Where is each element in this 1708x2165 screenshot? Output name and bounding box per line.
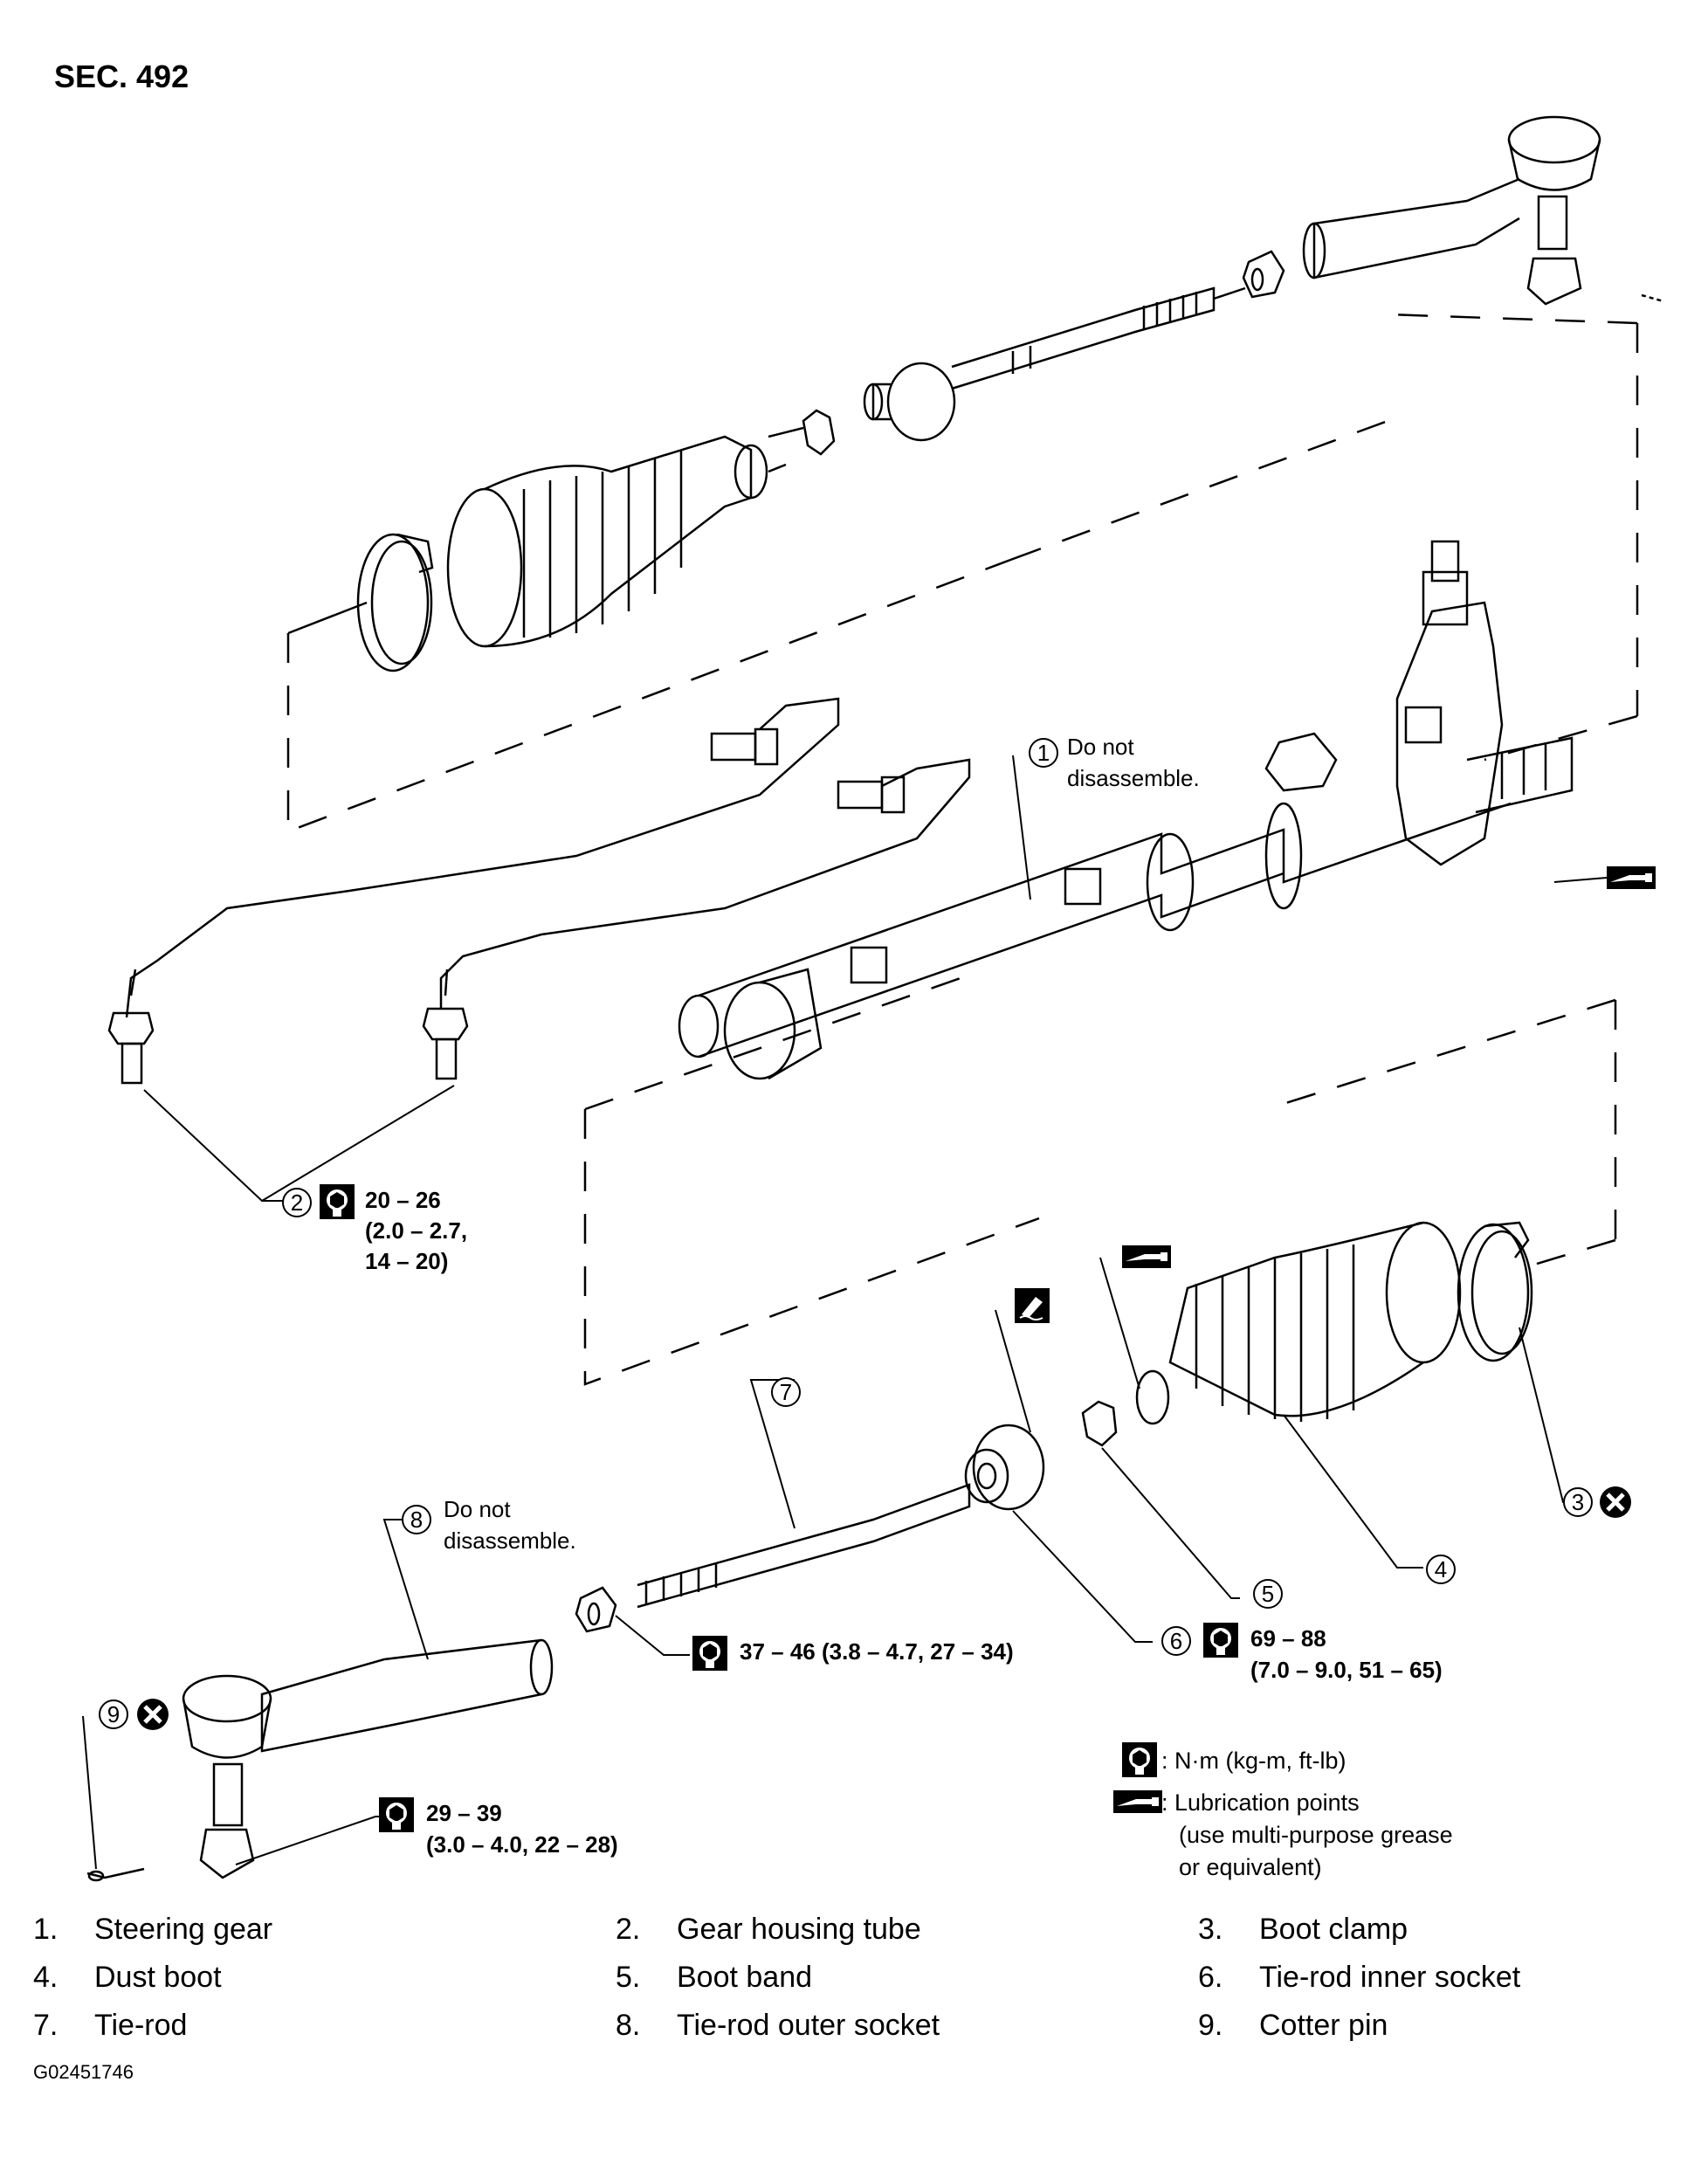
upper-frame-line xyxy=(286,313,1639,833)
sealant-icon xyxy=(1014,1287,1050,1324)
callout-2-torque-line2: (2.0 – 2.7, xyxy=(365,1217,467,1244)
upper-tie-rod xyxy=(951,286,1246,390)
upper-inner-socket xyxy=(863,362,956,442)
torque-wrench-icon xyxy=(1203,1623,1238,1658)
callout-1-note-line1: Do not xyxy=(1067,734,1134,760)
callout-7-number: 7 xyxy=(780,1379,792,1405)
part-label: Dust boot xyxy=(94,1961,222,1994)
legend-torque-icon xyxy=(1122,1742,1157,1777)
callout-5-circle xyxy=(1253,1579,1283,1609)
part-number: 6. xyxy=(1198,1961,1223,1994)
callout-8-note-line2: disassemble. xyxy=(444,1527,576,1554)
part-label: Tie-rod xyxy=(94,2009,188,2042)
lubrication-icon xyxy=(1122,1245,1171,1268)
upper-lock-nut xyxy=(1242,250,1285,299)
callout-9-number: 9 xyxy=(107,1701,120,1727)
callout-7-circle xyxy=(771,1377,801,1407)
torque-wrench-icon xyxy=(692,1636,727,1671)
steering-gear xyxy=(678,540,1574,1080)
part-label: Tie-rod inner socket xyxy=(1259,1961,1521,1994)
upper-dust-boot xyxy=(446,435,787,648)
upper-boot-clamp xyxy=(356,533,434,672)
outer-socket-torque-line2: (3.0 – 4.0, 22 – 28) xyxy=(426,1831,618,1858)
callout-2-torque-line3: 14 – 20) xyxy=(365,1248,448,1274)
part-label: Boot band xyxy=(677,1961,813,1994)
callout-9-circle xyxy=(99,1700,128,1729)
lower-outer-socket xyxy=(182,1638,554,1879)
callout-8-circle xyxy=(402,1505,431,1534)
callout-5-number: 5 xyxy=(1262,1581,1274,1607)
callout-1-number: 1 xyxy=(1037,740,1050,766)
leader-lines xyxy=(82,755,1608,1870)
legend-lube-line1: : Lubrication points xyxy=(1161,1789,1360,1816)
lower-boot-clamp xyxy=(1457,1221,1533,1362)
part-number: 9. xyxy=(1198,2009,1223,2042)
callout-2-torque-line1: 20 – 26 xyxy=(365,1187,441,1213)
part-label: Steering gear xyxy=(94,1913,273,1946)
lower-lock-nut xyxy=(575,1586,617,1633)
callout-6-torque-line1: 69 – 88 xyxy=(1250,1625,1326,1651)
callout-6-circle xyxy=(1161,1626,1191,1656)
callout-3-number: 3 xyxy=(1572,1489,1584,1515)
torque-wrench-icon xyxy=(320,1184,355,1219)
part-label: Cotter pin xyxy=(1259,2009,1388,2042)
outer-socket-torque-line1: 29 – 39 xyxy=(426,1800,502,1826)
do-not-reuse-icon xyxy=(137,1699,169,1730)
legend-lubrication-icon xyxy=(1113,1790,1162,1813)
legend-torque-unit: : N·m (kg-m, ft-lb) xyxy=(1161,1748,1346,1774)
upper-outer-socket xyxy=(1302,115,1664,306)
section-title: SEC. 492 xyxy=(54,59,189,94)
nut-torque-spec: 37 – 46 (3.8 – 4.7, 27 – 34) xyxy=(740,1638,1014,1665)
legend-lube-line2: (use multi-purpose grease xyxy=(1179,1822,1453,1848)
part-number: 7. xyxy=(33,2009,59,2042)
callout-4-circle xyxy=(1426,1555,1456,1584)
part-label: Gear housing tube xyxy=(677,1913,921,1946)
upper-boot-band xyxy=(768,409,836,456)
lower-boot-band xyxy=(1081,1400,1118,1447)
part-number: 3. xyxy=(1198,1913,1223,1946)
part-number: 4. xyxy=(33,1961,59,1994)
callout-6-number: 6 xyxy=(1170,1628,1182,1654)
part-label: Boot clamp xyxy=(1259,1913,1408,1946)
callout-2-circle xyxy=(282,1188,312,1217)
part-number: 5. xyxy=(616,1961,641,1994)
part-number: 8. xyxy=(616,2009,641,2042)
lubrication-icon xyxy=(1607,866,1656,889)
cotter-pin xyxy=(86,1867,145,1882)
callout-4-number: 4 xyxy=(1435,1556,1447,1582)
part-label: Tie-rod outer socket xyxy=(677,2009,940,2042)
part-number: 2. xyxy=(616,1913,641,1946)
callout-3-circle xyxy=(1563,1487,1593,1517)
lower-tie-rod xyxy=(637,1483,971,1609)
torque-wrench-icon xyxy=(379,1797,414,1832)
lower-dust-boot xyxy=(1135,1221,1462,1425)
part-number: 1. xyxy=(33,1913,59,1946)
legend-lube-line3: or equivalent) xyxy=(1179,1854,1322,1880)
callout-8-note-line1: Do not xyxy=(444,1496,511,1522)
callout-8-number: 8 xyxy=(410,1507,423,1533)
callout-6-torque-line2: (7.0 – 9.0, 51 – 65) xyxy=(1250,1657,1443,1683)
figure-code: G02451746 xyxy=(33,2061,134,2083)
gear-housing-tubes xyxy=(107,697,971,1085)
do-not-reuse-icon xyxy=(1600,1486,1631,1518)
callout-1-note-line2: disassemble. xyxy=(1067,765,1200,791)
lower-frame-line xyxy=(583,976,1617,1386)
callout-2-number: 2 xyxy=(291,1189,303,1216)
lower-inner-socket xyxy=(964,1424,1045,1511)
callout-1-circle xyxy=(1029,738,1058,768)
